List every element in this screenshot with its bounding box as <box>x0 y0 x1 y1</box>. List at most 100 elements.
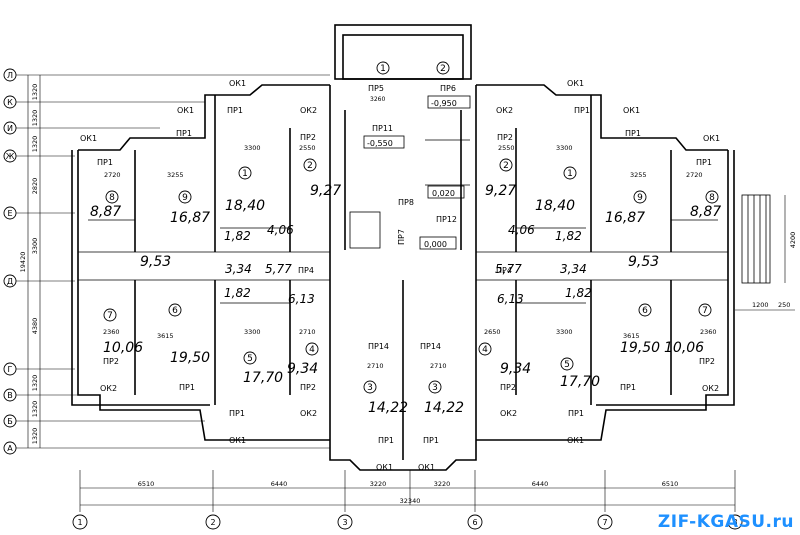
svg-text:ОК1: ОК1 <box>80 134 97 143</box>
svg-text:6,13: 6,13 <box>497 292 524 306</box>
svg-text:3300: 3300 <box>244 144 261 152</box>
axis-marker-1: 1 <box>72 514 88 530</box>
svg-text:9: 9 <box>182 193 188 203</box>
svg-text:ОК2: ОК2 <box>300 106 317 115</box>
svg-text:ПР12: ПР12 <box>436 215 457 224</box>
svg-text:4,06: 4,06 <box>508 223 535 237</box>
svg-text:Д: Д <box>7 277 13 286</box>
svg-text:6: 6 <box>172 306 178 316</box>
svg-text:19,50: 19,50 <box>620 340 660 356</box>
svg-text:8,87: 8,87 <box>690 204 721 220</box>
svg-text:ПР1: ПР1 <box>574 106 590 115</box>
svg-text:17,70: 17,70 <box>243 370 283 386</box>
svg-text:32340: 32340 <box>400 497 421 505</box>
svg-text:ПР1: ПР1 <box>696 158 712 167</box>
svg-text:Б: Б <box>7 417 13 426</box>
svg-text:5,77: 5,77 <box>495 262 522 276</box>
svg-text:Л: Л <box>7 71 13 80</box>
svg-text:ПР2: ПР2 <box>497 133 513 142</box>
axis-marker-К: К <box>3 95 17 109</box>
svg-text:ОК1: ОК1 <box>229 436 246 445</box>
svg-text:9,27: 9,27 <box>310 183 341 199</box>
svg-text:1,82: 1,82 <box>555 229 582 243</box>
svg-text:1: 1 <box>567 169 573 179</box>
svg-text:В: В <box>7 391 13 400</box>
svg-text:4: 4 <box>309 345 315 355</box>
axis-marker-6: 6 <box>467 514 483 530</box>
svg-text:10,06: 10,06 <box>103 340 143 356</box>
svg-text:0,020: 0,020 <box>432 189 455 198</box>
svg-text:ПР1: ПР1 <box>568 409 584 418</box>
svg-text:ПР2: ПР2 <box>699 357 715 366</box>
svg-text:2550: 2550 <box>498 144 515 152</box>
svg-text:3220: 3220 <box>434 480 451 488</box>
svg-text:ПР14: ПР14 <box>420 342 441 351</box>
svg-text:ПР4: ПР4 <box>298 266 314 275</box>
svg-text:18,40: 18,40 <box>535 198 575 214</box>
axis-marker-8: 8 <box>727 514 743 530</box>
svg-text:6,13: 6,13 <box>288 292 315 306</box>
svg-text:1: 1 <box>242 169 248 179</box>
left-dimension-chain: 1320 1320 1320 2820 3300 4380 1320 1320 … <box>19 75 41 448</box>
svg-text:8,87: 8,87 <box>90 204 121 220</box>
svg-text:ОК2: ОК2 <box>100 384 117 393</box>
svg-text:1320: 1320 <box>31 401 39 418</box>
svg-text:ПР2: ПР2 <box>300 383 316 392</box>
svg-text:9,34: 9,34 <box>287 361 318 377</box>
axis-marker-Ж: Ж <box>3 149 17 163</box>
svg-text:1: 1 <box>77 518 82 527</box>
stair-core-labels: ПР5 ПР6 3260 ПР11 -0,950 -0,550 0,020 0,… <box>363 84 471 250</box>
svg-text:2: 2 <box>503 161 509 171</box>
svg-text:9,53: 9,53 <box>140 254 171 270</box>
left-axis-markers: Л К И Ж Е Д Г В Б А <box>3 68 330 455</box>
svg-text:3300: 3300 <box>556 144 573 152</box>
svg-text:ПР2: ПР2 <box>300 133 316 142</box>
svg-text:6440: 6440 <box>532 480 549 488</box>
svg-text:4200: 4200 <box>789 232 797 249</box>
svg-text:ОК2: ОК2 <box>500 409 517 418</box>
svg-text:3255: 3255 <box>630 171 647 179</box>
svg-text:7: 7 <box>602 518 607 527</box>
svg-text:2360: 2360 <box>103 328 120 336</box>
svg-text:2710: 2710 <box>299 328 316 336</box>
svg-text:10,06: 10,06 <box>664 340 704 356</box>
svg-text:6: 6 <box>472 518 477 527</box>
svg-text:ПР1: ПР1 <box>176 129 192 138</box>
svg-text:ПР5: ПР5 <box>368 84 384 93</box>
svg-text:ОК2: ОК2 <box>300 409 317 418</box>
svg-text:2710: 2710 <box>367 362 384 370</box>
svg-text:8: 8 <box>709 193 715 203</box>
svg-text:9: 9 <box>637 193 643 203</box>
svg-text:3255: 3255 <box>167 171 184 179</box>
svg-text:1200: 1200 <box>752 301 769 309</box>
svg-text:Ж: Ж <box>6 152 15 161</box>
svg-text:7: 7 <box>702 306 708 316</box>
svg-text:3615: 3615 <box>157 332 174 340</box>
svg-text:3,34: 3,34 <box>560 262 587 276</box>
svg-text:6510: 6510 <box>138 480 155 488</box>
svg-text:2360: 2360 <box>700 328 717 336</box>
svg-text:ПР1: ПР1 <box>229 409 245 418</box>
svg-text:3615: 3615 <box>623 332 640 340</box>
svg-text:3220: 3220 <box>370 480 387 488</box>
svg-text:ОК1: ОК1 <box>567 436 584 445</box>
svg-text:2650: 2650 <box>484 328 501 336</box>
room-numbers: 1 1 2 2 9 9 8 8 6 6 7 7 5 5 4 4 3 3 1 2 <box>103 61 719 394</box>
svg-text:1320: 1320 <box>31 84 39 101</box>
axis-marker-Б: Б <box>3 414 17 428</box>
svg-text:ОК1: ОК1 <box>567 79 584 88</box>
svg-text:2: 2 <box>307 161 313 171</box>
svg-text:3260: 3260 <box>370 96 385 103</box>
axis-marker-Г: Г <box>3 362 17 376</box>
svg-text:ОК2: ОК2 <box>496 106 513 115</box>
svg-text:1,82: 1,82 <box>224 286 251 300</box>
svg-text:2720: 2720 <box>104 171 121 179</box>
svg-text:4,06: 4,06 <box>267 223 294 237</box>
svg-text:18,40: 18,40 <box>225 198 265 214</box>
svg-text:К: К <box>7 98 13 107</box>
svg-text:9,27: 9,27 <box>485 183 516 199</box>
svg-text:6510: 6510 <box>662 480 679 488</box>
axis-marker-3: 3 <box>337 514 353 530</box>
svg-text:ОК1: ОК1 <box>703 134 720 143</box>
